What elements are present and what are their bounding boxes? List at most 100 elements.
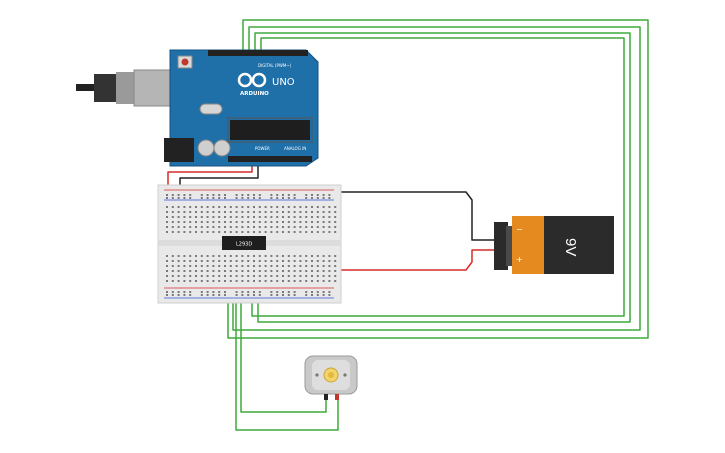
breadboard-hole[interactable]	[258, 280, 261, 282]
breadboard-hole[interactable]	[224, 265, 226, 267]
breadboard-hole[interactable]	[229, 270, 232, 272]
breadboard-hole[interactable]	[218, 226, 221, 228]
breadboard-hole[interactable]	[311, 194, 313, 196]
breadboard-hole[interactable]	[293, 194, 296, 196]
wire-black-battery[interactable]	[330, 191, 498, 241]
breadboard-hole[interactable]	[235, 226, 238, 228]
breadboard-hole[interactable]	[224, 291, 226, 293]
breadboard-hole[interactable]	[200, 275, 203, 277]
breadboard-hole[interactable]	[328, 260, 331, 262]
breadboard-hole[interactable]	[322, 255, 325, 257]
breadboard-hole[interactable]	[183, 226, 186, 228]
breadboard-hole[interactable]	[241, 280, 244, 282]
breadboard-hole[interactable]	[322, 197, 325, 199]
breadboard-hole[interactable]	[171, 197, 174, 199]
breadboard-hole[interactable]	[334, 265, 337, 267]
breadboard-hole[interactable]	[212, 197, 215, 199]
breadboard-hole[interactable]	[183, 197, 186, 199]
breadboard-hole[interactable]	[177, 221, 180, 223]
breadboard-hole[interactable]	[305, 194, 308, 196]
breadboard-hole[interactable]	[247, 211, 250, 213]
breadboard-hole[interactable]	[177, 291, 180, 293]
breadboard-hole[interactable]	[247, 226, 250, 228]
breadboard-hole[interactable]	[258, 194, 261, 196]
breadboard-hole[interactable]	[253, 231, 255, 233]
breadboard-hole[interactable]	[229, 216, 232, 218]
breadboard-hole[interactable]	[183, 255, 186, 257]
breadboard-hole[interactable]	[195, 231, 197, 233]
breadboard-hole[interactable]	[177, 216, 180, 218]
breadboard-hole[interactable]	[334, 216, 337, 218]
breadboard-hole[interactable]	[258, 231, 261, 233]
breadboard-hole[interactable]	[200, 265, 203, 267]
breadboard-hole[interactable]	[287, 194, 290, 196]
breadboard-hole[interactable]	[212, 275, 215, 277]
breadboard-hole[interactable]	[287, 275, 290, 277]
breadboard-hole[interactable]	[276, 226, 279, 228]
wire-green-motor-a[interactable]	[240, 258, 327, 413]
breadboard-hole[interactable]	[229, 255, 232, 257]
breadboard-hole[interactable]	[311, 270, 313, 272]
breadboard-hole[interactable]	[253, 206, 255, 208]
breadboard-hole[interactable]	[229, 221, 232, 223]
breadboard-hole[interactable]	[287, 206, 290, 208]
breadboard-hole[interactable]	[218, 265, 221, 267]
breadboard-hole[interactable]	[171, 226, 174, 228]
wire-red-battery[interactable]	[262, 249, 498, 271]
breadboard-hole[interactable]	[247, 294, 250, 296]
breadboard-hole[interactable]	[299, 231, 302, 233]
breadboard-hole[interactable]	[235, 197, 238, 199]
breadboard-hole[interactable]	[218, 197, 221, 199]
wire-green-loop-outer[interactable]	[227, 19, 649, 339]
breadboard-hole[interactable]	[189, 221, 192, 223]
breadboard-hole[interactable]	[224, 194, 226, 196]
breadboard-hole[interactable]	[206, 206, 209, 208]
breadboard-hole[interactable]	[287, 221, 290, 223]
breadboard-hole[interactable]	[311, 260, 313, 262]
breadboard-hole[interactable]	[189, 265, 192, 267]
breadboard-hole[interactable]	[235, 221, 238, 223]
breadboard-hole[interactable]	[224, 197, 226, 199]
breadboard-hole[interactable]	[166, 265, 168, 267]
breadboard-hole[interactable]	[334, 206, 337, 208]
breadboard-hole[interactable]	[206, 265, 209, 267]
breadboard-hole[interactable]	[166, 194, 168, 196]
breadboard-hole[interactable]	[264, 221, 267, 223]
breadboard-hole[interactable]	[334, 226, 337, 228]
breadboard-hole[interactable]	[253, 255, 255, 257]
breadboard-hole[interactable]	[235, 294, 238, 296]
breadboard-hole[interactable]	[229, 226, 232, 228]
breadboard-hole[interactable]	[218, 231, 221, 233]
breadboard-hole[interactable]	[322, 265, 325, 267]
breadboard-hole[interactable]	[183, 270, 186, 272]
breadboard-hole[interactable]	[258, 226, 261, 228]
breadboard-hole[interactable]	[328, 216, 331, 218]
breadboard-hole[interactable]	[247, 260, 250, 262]
breadboard-hole[interactable]	[200, 221, 203, 223]
breadboard-hole[interactable]	[229, 231, 232, 233]
breadboard-hole[interactable]	[200, 211, 203, 213]
breadboard-hole[interactable]	[166, 206, 168, 208]
breadboard-hole[interactable]	[183, 231, 186, 233]
breadboard-hole[interactable]	[282, 206, 284, 208]
breadboard-hole[interactable]	[287, 280, 290, 282]
breadboard-hole[interactable]	[334, 231, 337, 233]
breadboard-hole[interactable]	[287, 294, 290, 296]
breadboard-hole[interactable]	[287, 255, 290, 257]
breadboard-hole[interactable]	[305, 197, 308, 199]
breadboard-hole[interactable]	[224, 275, 226, 277]
breadboard-hole[interactable]	[206, 275, 209, 277]
breadboard-hole[interactable]	[206, 216, 209, 218]
breadboard-hole[interactable]	[311, 294, 313, 296]
breadboard-hole[interactable]	[293, 294, 296, 296]
breadboard-hole[interactable]	[322, 226, 325, 228]
breadboard-hole[interactable]	[166, 231, 168, 233]
breadboard-hole[interactable]	[247, 206, 250, 208]
breadboard-hole[interactable]	[177, 206, 180, 208]
breadboard-hole[interactable]	[305, 291, 308, 293]
breadboard-hole[interactable]	[235, 265, 238, 267]
breadboard-hole[interactable]	[195, 265, 197, 267]
breadboard-hole[interactable]	[305, 211, 308, 213]
breadboard-hole[interactable]	[287, 197, 290, 199]
breadboard-hole[interactable]	[305, 206, 308, 208]
